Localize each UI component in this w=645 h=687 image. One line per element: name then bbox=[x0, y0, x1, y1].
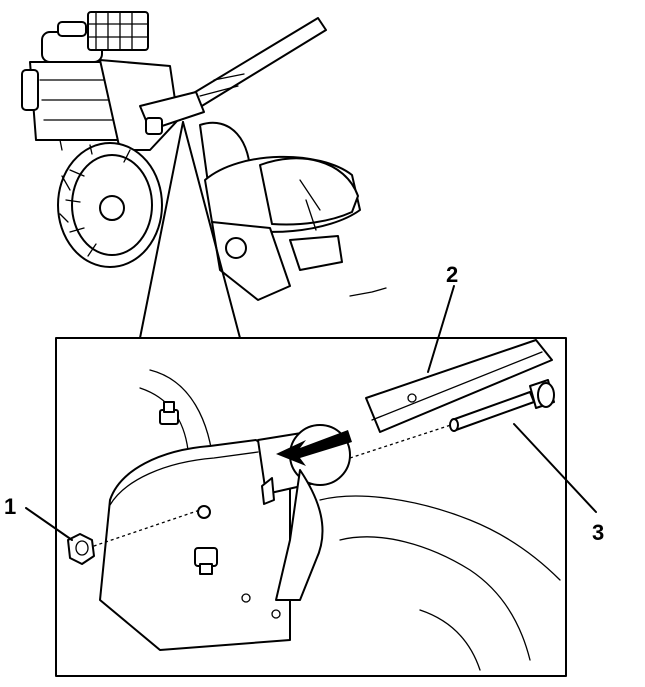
wheel bbox=[57, 142, 163, 268]
handle-tube bbox=[365, 339, 553, 433]
tine-hood bbox=[204, 155, 387, 301]
handle-assembly bbox=[139, 17, 327, 135]
callout-label-2: 2 bbox=[446, 262, 458, 287]
callout-label-1: 1 bbox=[4, 494, 16, 519]
callout-3: 3 bbox=[513, 423, 604, 545]
nut bbox=[67, 533, 95, 565]
bracket-bolt-top bbox=[159, 401, 179, 425]
insert-arrow bbox=[276, 430, 352, 466]
mounting-bracket bbox=[99, 439, 291, 651]
alignment-line-nut bbox=[87, 509, 201, 549]
callout-label-3: 3 bbox=[592, 520, 604, 545]
callout-1: 1 bbox=[4, 494, 73, 541]
detail-view bbox=[55, 337, 567, 677]
zoom-callout-lines bbox=[139, 121, 241, 339]
bracket-bolt-lower bbox=[194, 547, 218, 575]
bolt bbox=[449, 379, 555, 432]
callout-2: 2 bbox=[427, 262, 458, 373]
alignment-line-bolt bbox=[349, 423, 455, 459]
tiller-overview bbox=[21, 11, 387, 301]
